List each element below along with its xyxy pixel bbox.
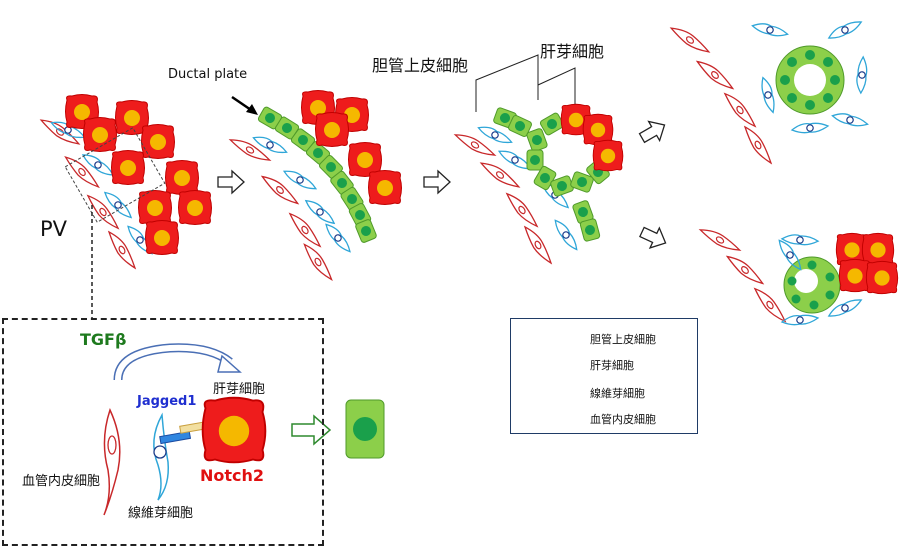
stage-1	[39, 94, 212, 318]
endothelial-cell	[522, 222, 554, 268]
legend-item-label: 血管内皮細胞	[590, 413, 656, 426]
endothelial-cell	[504, 188, 540, 232]
hepatoblast-cell	[315, 112, 349, 147]
endothelial-cell	[106, 227, 138, 273]
fibroblast-cell	[750, 18, 790, 42]
biliary-cell	[526, 149, 544, 171]
ductal-plate-label: Ductal plate	[168, 67, 248, 82]
endothelial-cell	[695, 55, 735, 95]
process-arrow	[217, 170, 245, 194]
fibroblast-cell	[552, 216, 580, 254]
hepatoblast-header: 肝芽細胞	[540, 42, 605, 61]
hepatoblast-cell	[165, 160, 199, 195]
fibroblast-cell	[303, 195, 337, 229]
jagged1-label: Jagged1	[137, 394, 197, 409]
inset-hepatoblast-label: 肝芽細胞	[213, 382, 266, 397]
endothelial-cell	[453, 127, 497, 163]
stage-3	[453, 54, 624, 268]
selection-box	[64, 127, 166, 223]
process-arrow	[635, 114, 671, 149]
lumen	[555, 142, 581, 168]
endothelial-cell	[752, 283, 788, 327]
fibroblast-cell	[780, 231, 820, 249]
endothelial-cell	[722, 88, 758, 132]
hepatoblast-cell	[111, 150, 145, 185]
pv-label: PV	[40, 217, 68, 241]
stage-2	[228, 90, 402, 285]
endothelial-cell	[63, 151, 101, 193]
fibroblast-cell	[825, 18, 865, 42]
hepatoblast-cell	[865, 260, 899, 295]
fibroblast-cell	[759, 75, 777, 115]
hepatoblast-cell	[368, 170, 402, 205]
endothelial-cell	[742, 122, 774, 168]
legend-item-label: 胆管上皮細胞	[590, 333, 656, 346]
hepatoblast-cell	[145, 220, 179, 255]
legend-item-label: 線維芽細胞	[590, 387, 645, 400]
jagged1-ligand	[159, 430, 192, 445]
fibroblast-cell	[853, 55, 871, 95]
endothelial-cell	[698, 222, 742, 258]
fibroblast-cell	[830, 108, 870, 132]
inset-fibroblast-label: 線維芽細胞	[128, 506, 194, 521]
hepatoblast-cell	[141, 124, 175, 159]
fibroblast-cell	[80, 149, 116, 181]
endothelial-cell	[302, 239, 334, 285]
endothelial-cell	[725, 250, 765, 290]
inset-diagram	[103, 343, 385, 516]
endothelial-cell	[103, 407, 121, 516]
biliary-cell	[345, 399, 385, 459]
stage-4-duct	[669, 18, 871, 168]
notch2-label: Notch2	[200, 466, 265, 485]
bile-duct-header: 胆管上皮細胞	[372, 56, 469, 75]
endothelial-cell	[669, 21, 711, 59]
tgfb-label: TGFβ	[80, 330, 127, 349]
legend-item-label: 肝芽細胞	[590, 359, 634, 372]
fibroblast-cell	[323, 219, 353, 257]
legend	[510, 318, 698, 434]
inset-endothelial-label: 血管内皮細胞	[22, 474, 101, 489]
biliary-cell	[579, 217, 601, 243]
process-arrow	[636, 221, 671, 254]
inset-panel	[2, 318, 324, 546]
fibroblast-cell	[781, 314, 819, 326]
process-arrow	[423, 170, 451, 194]
endothelial-cell	[260, 170, 300, 210]
stage-4-branch	[698, 222, 899, 327]
hepatoblast-cell	[178, 190, 212, 225]
fibroblast-cell	[791, 122, 829, 134]
fibroblast-cell	[251, 131, 289, 159]
hepatoblast-cell	[592, 139, 624, 172]
fibroblast-cell	[102, 187, 134, 223]
fibroblast-cell	[281, 165, 319, 195]
